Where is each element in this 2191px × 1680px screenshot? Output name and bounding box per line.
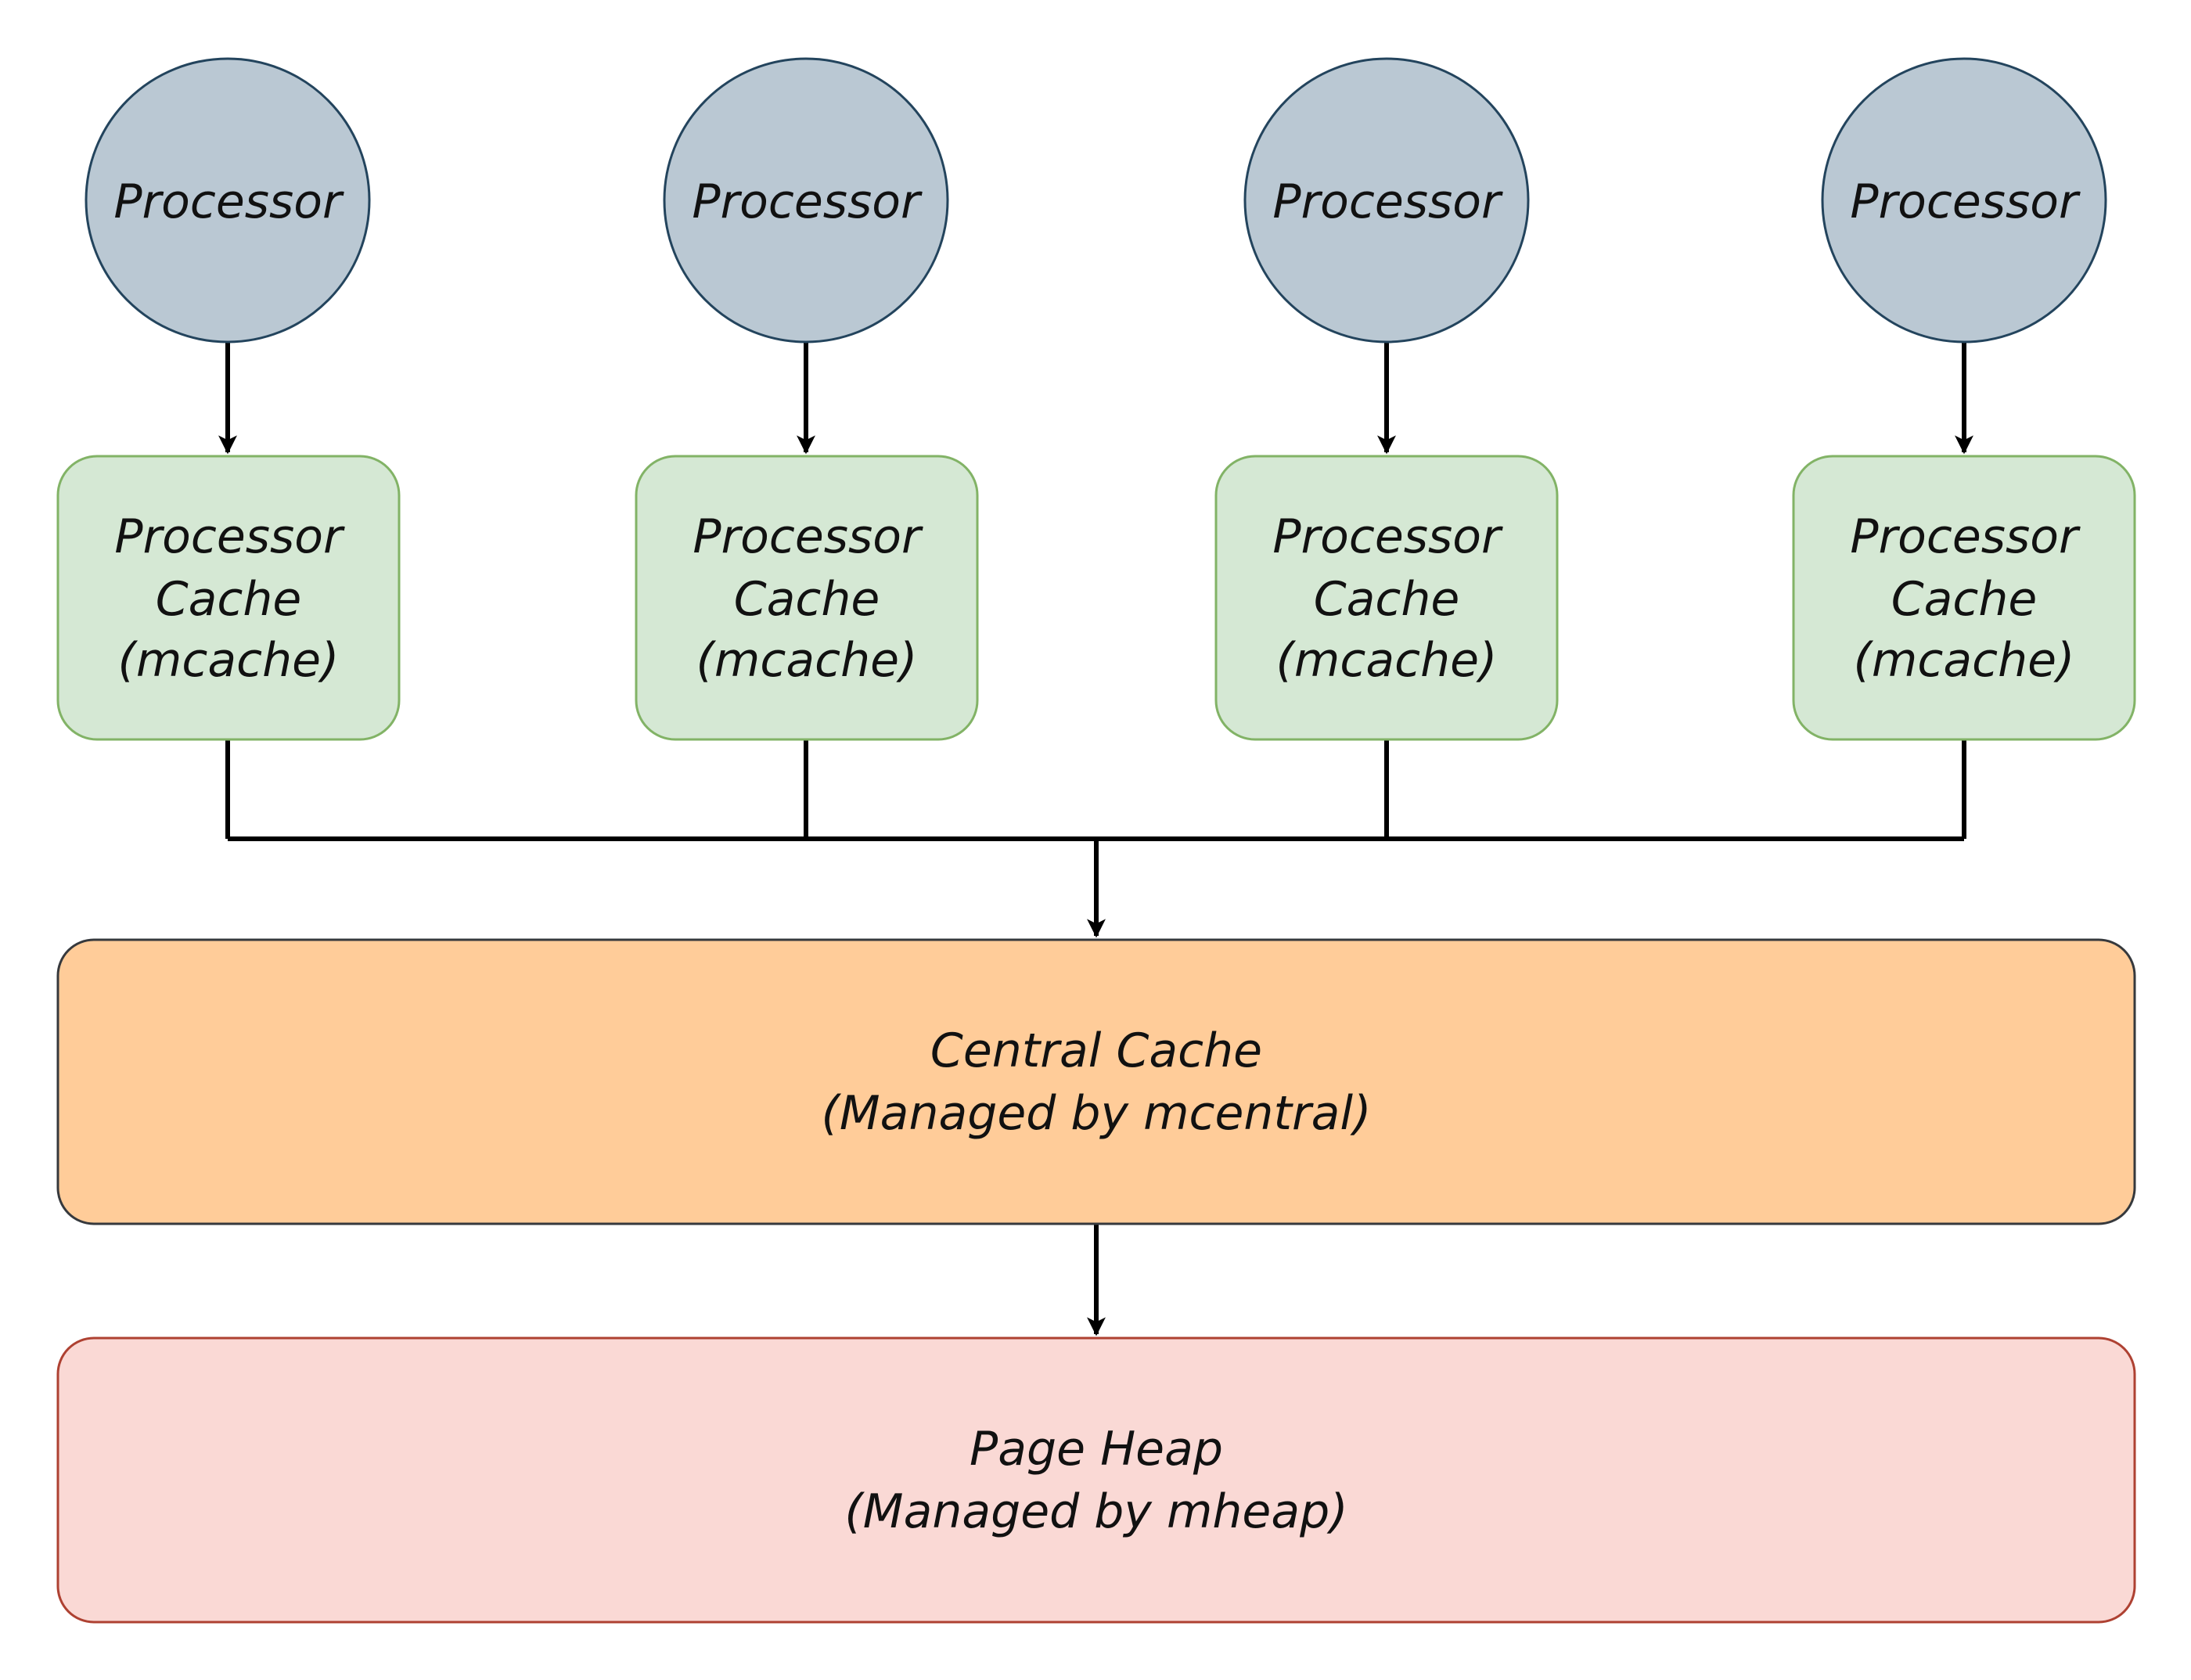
processor-cache-label-line-1: Processor [693, 509, 923, 564]
processor-cache-node-3: Processor Cache (mcache) [1214, 455, 1559, 741]
processor-cache-box [56, 455, 401, 741]
central-cache-node: Central Cache (Managed by mcentral) [56, 938, 2136, 1225]
processor-cache-label-line-1: Processor [1850, 509, 2081, 564]
page-heap-box [56, 1336, 2136, 1624]
processor-cache-node-4: Processor Cache (mcache) [1792, 455, 2136, 741]
central-cache-label-line-1: Central Cache [930, 1023, 1262, 1078]
processor-cache-label-line-2: Cache [734, 572, 880, 627]
processor-cache-label-line-1: Processor [1272, 509, 1503, 564]
processor-label: Processor [1272, 174, 1503, 229]
processor-cache-label-line-1: Processor [114, 509, 345, 564]
processor-cache-label-line-3: (mcache) [1854, 633, 2075, 688]
processor-cache-label-line-3: (mcache) [1276, 633, 1498, 688]
page-heap-label-line-2: (Managed by mheap) [844, 1484, 1347, 1539]
processor-circle [1821, 57, 2107, 344]
central-cache-label-line-2: (Managed by mcentral) [822, 1086, 1372, 1141]
edges-layer [218, 342, 1973, 1336]
page-heap-label-line-1: Page Heap [970, 1422, 1223, 1477]
central-cache-box [56, 938, 2136, 1225]
processor-circle [1243, 57, 1530, 344]
processor-cache-box [635, 455, 979, 741]
processor-node-2: Processor [663, 57, 949, 344]
processor-cache-box [1214, 455, 1559, 741]
processor-cache-label-line-2: Cache [1891, 572, 2038, 627]
processor-cache-label-line-2: Cache [1314, 572, 1460, 627]
processor-label: Processor [692, 174, 923, 229]
processor-label: Processor [1850, 174, 2081, 229]
processor-circle [85, 57, 371, 344]
processor-cache-label-line-3: (mcache) [118, 633, 340, 688]
processor-cache-box [1792, 455, 2136, 741]
processor-cache-label-line-3: (mcache) [696, 633, 918, 688]
processor-cache-label-line-2: Cache [156, 572, 302, 627]
processor-cache-node-2: Processor Cache (mcache) [635, 455, 979, 741]
processor-label: Processor [113, 174, 344, 229]
processor-node-4: Processor [1821, 57, 2107, 344]
processor-node-3: Processor [1243, 57, 1530, 344]
processor-circle [663, 57, 949, 344]
processor-cache-node-1: Processor Cache (mcache) [56, 455, 401, 741]
processor-node-1: Processor [85, 57, 371, 344]
page-heap-node: Page Heap (Managed by mheap) [56, 1336, 2136, 1624]
